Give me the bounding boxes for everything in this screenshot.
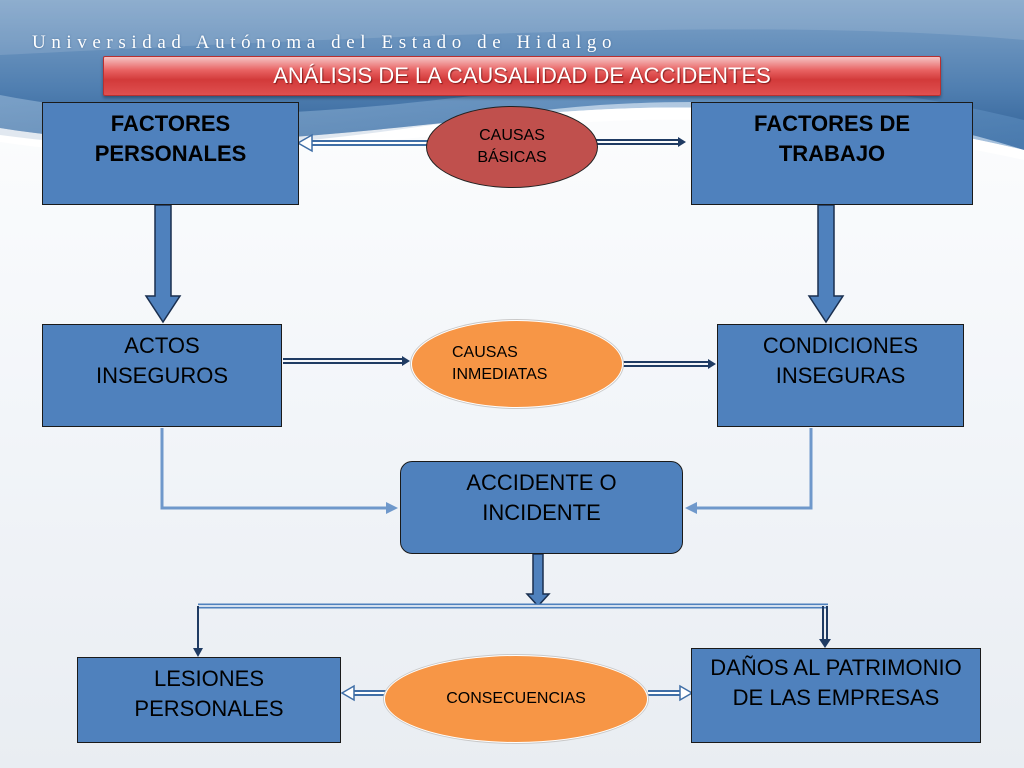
ellipse-consecuencias: CONSECUENCIAS	[384, 655, 648, 743]
box-actos-inseguros-label: ACTOS INSEGUROS	[95, 333, 229, 388]
box-condiciones-inseguras-label: CONDICIONES INSEGURAS	[762, 333, 919, 388]
connector-actos-to-accidente	[160, 428, 398, 514]
box-danos-patrimonio-label: DAÑOS AL PATRIMONIO DE LAS EMPRESAS	[710, 655, 962, 710]
connector-condiciones-to-accidente	[685, 428, 813, 514]
box-factores-personales: FACTORES PERSONALES	[42, 102, 299, 205]
arrow-inmediatas-to-condiciones	[622, 359, 716, 369]
arrow-consecuencias-to-lesiones	[340, 684, 386, 702]
page-title: ANÁLISIS DE LA CAUSALIDAD DE ACCIDENTES	[273, 63, 771, 88]
arrow-basicas-to-trabajo	[596, 137, 686, 147]
box-condiciones-inseguras: CONDICIONES INSEGURAS	[717, 324, 964, 427]
title-banner: ANÁLISIS DE LA CAUSALIDAD DE ACCIDENTES	[103, 56, 941, 96]
box-factores-trabajo-label: FACTORES DE TRABAJO	[753, 111, 911, 166]
arrow-accidente-down	[525, 553, 551, 608]
box-danos-patrimonio: DAÑOS AL PATRIMONIO DE LAS EMPRESAS	[691, 648, 981, 743]
box-lesiones-personales: LESIONES PERSONALES	[77, 657, 341, 743]
distribution-bar	[193, 603, 831, 657]
box-accidente: ACCIDENTE O INCIDENTE	[400, 461, 683, 554]
university-name: Universidad Autónoma del Estado de Hidal…	[32, 32, 618, 53]
arrow-basicas-to-personales	[296, 133, 428, 153]
arrow-actos-to-inmediatas	[283, 356, 410, 366]
arrow-trabajo-to-condiciones	[807, 204, 845, 324]
box-accidente-label: ACCIDENTE O INCIDENTE	[466, 470, 617, 525]
arrow-consecuencias-to-danos	[648, 684, 694, 702]
ellipse-causas-basicas-label: CAUSAS BÁSICAS	[477, 127, 547, 166]
box-lesiones-personales-label: LESIONES PERSONALES	[134, 666, 284, 721]
ellipse-causas-inmediatas-label: CAUSAS INMEDIATAS	[452, 344, 548, 383]
box-actos-inseguros: ACTOS INSEGUROS	[42, 324, 282, 427]
ellipse-consecuencias-label: CONSECUENCIAS	[446, 690, 586, 707]
ellipse-causas-basicas: CAUSAS BÁSICAS	[426, 106, 598, 188]
arrow-personales-to-actos	[144, 204, 182, 324]
ellipse-causas-inmediatas: CAUSAS INMEDIATAS	[411, 320, 623, 408]
box-factores-trabajo: FACTORES DE TRABAJO	[691, 102, 973, 205]
box-factores-personales-label: FACTORES PERSONALES	[94, 111, 247, 166]
